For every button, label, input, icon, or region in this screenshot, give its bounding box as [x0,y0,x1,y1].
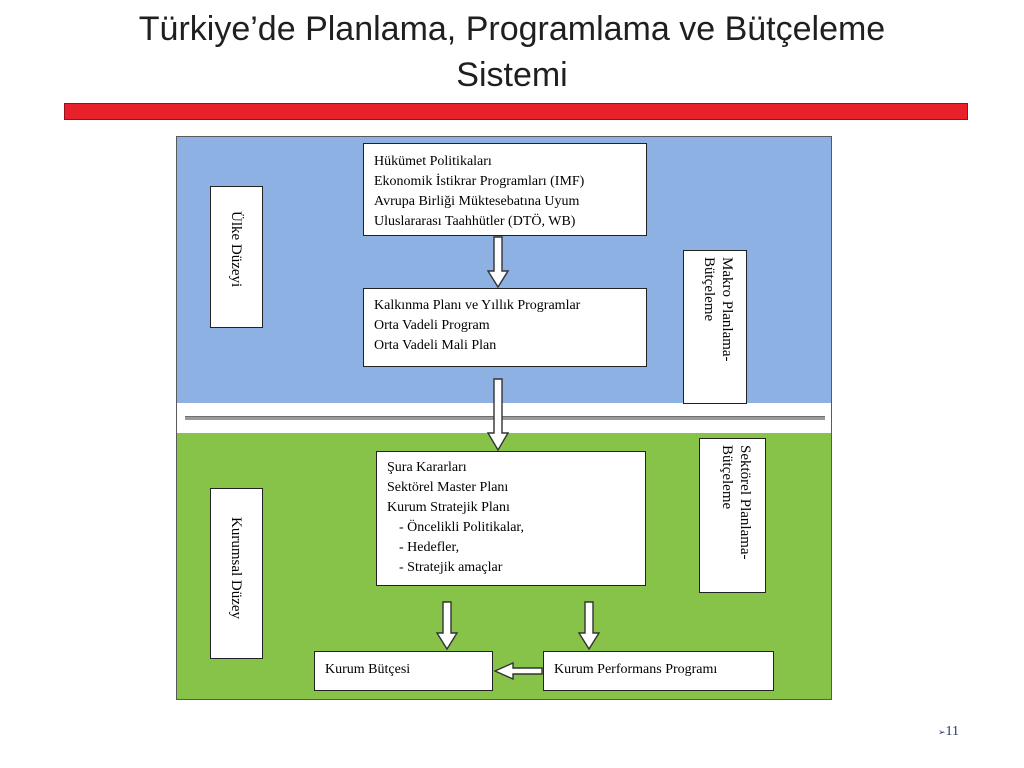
development-plan-line: Kalkınma Planı ve Yıllık Programlar [374,298,581,313]
page-number-text: 11 [945,724,960,739]
institutional-level-label: Kurumsal Düzey [210,488,263,659]
arrow-council-to-performance [577,601,601,651]
council-sub-item: - Stratejik amaçlar [399,560,503,575]
slide-title-line-1: Türkiye’de Planlama, Programlama ve Bütç… [138,10,886,48]
council-sub-item: - Hedefler, [399,540,460,555]
slide-title-line-2: Sistemi [456,56,568,94]
council-decisions-line: Kurum Stratejik Planı [387,500,510,515]
sectoral-planning-text-1: Sektörel Planlama- [737,445,753,560]
government-policies-line: Ekonomik İstikrar Programları (IMF) [374,174,585,189]
arrow-plan-to-council [486,378,510,452]
diagram-arrows [435,236,601,681]
title-divider-bar [64,103,968,120]
development-plan-line: Orta Vadeli Program [374,318,490,333]
development-plan-line: Orta Vadeli Mali Plan [374,338,497,353]
slide-title: Türkiye’de Planlama, Programlama ve Bütç… [0,6,1024,98]
government-policies-line: Uluslararası Taahhütler (DTÖ, WB) [374,214,576,229]
zone-divider-line [185,416,825,420]
sectoral-planning-text-2: Bütçeleme [719,445,735,510]
arrow-performance-to-budget [493,661,543,681]
page-marker-icon: ➢ [938,727,946,737]
development-plan-box: Kalkınma Planı ve Yıllık Programlar Orta… [363,288,647,367]
country-level-text: Ülke Düzeyi [228,211,244,288]
government-policies-box: Hükümet Politikaları Ekonomik İstikrar P… [363,143,647,236]
council-decisions-box: Şura Kararları Sektörel Master Planı Kur… [376,451,646,586]
country-level-label: Ülke Düzeyi [210,186,263,328]
institution-budget-box: Kurum Bütçesi [314,651,493,691]
performance-program-text: Kurum Performans Programı [554,662,718,677]
institution-budget-text: Kurum Bütçesi [325,662,411,677]
government-policies-line: Avrupa Birliği Müktesebatına Uyum [374,194,580,209]
planning-diagram: Ülke Düzeyi Kurumsal Düzey Makro Planlam… [176,136,832,700]
page-number: ➢11 [938,724,959,740]
sectoral-planning-label: Sektörel Planlama- Bütçeleme [699,438,766,593]
council-decisions-line: Şura Kararları [387,460,467,475]
macro-planning-label: Makro Planlama- Bütçeleme [683,250,747,404]
macro-planning-text-2: Bütçeleme [701,257,717,322]
government-policies-line: Hükümet Politikaları [374,154,492,169]
macro-planning-text-1: Makro Planlama- [719,257,735,362]
arrow-council-to-budget [435,601,459,651]
arrow-policies-to-plan [486,236,510,289]
council-decisions-line: Sektörel Master Planı [387,480,509,495]
institutional-level-text: Kurumsal Düzey [228,517,244,620]
performance-program-box: Kurum Performans Programı [543,651,774,691]
council-sub-item: - Öncelikli Politikalar, [399,520,525,535]
